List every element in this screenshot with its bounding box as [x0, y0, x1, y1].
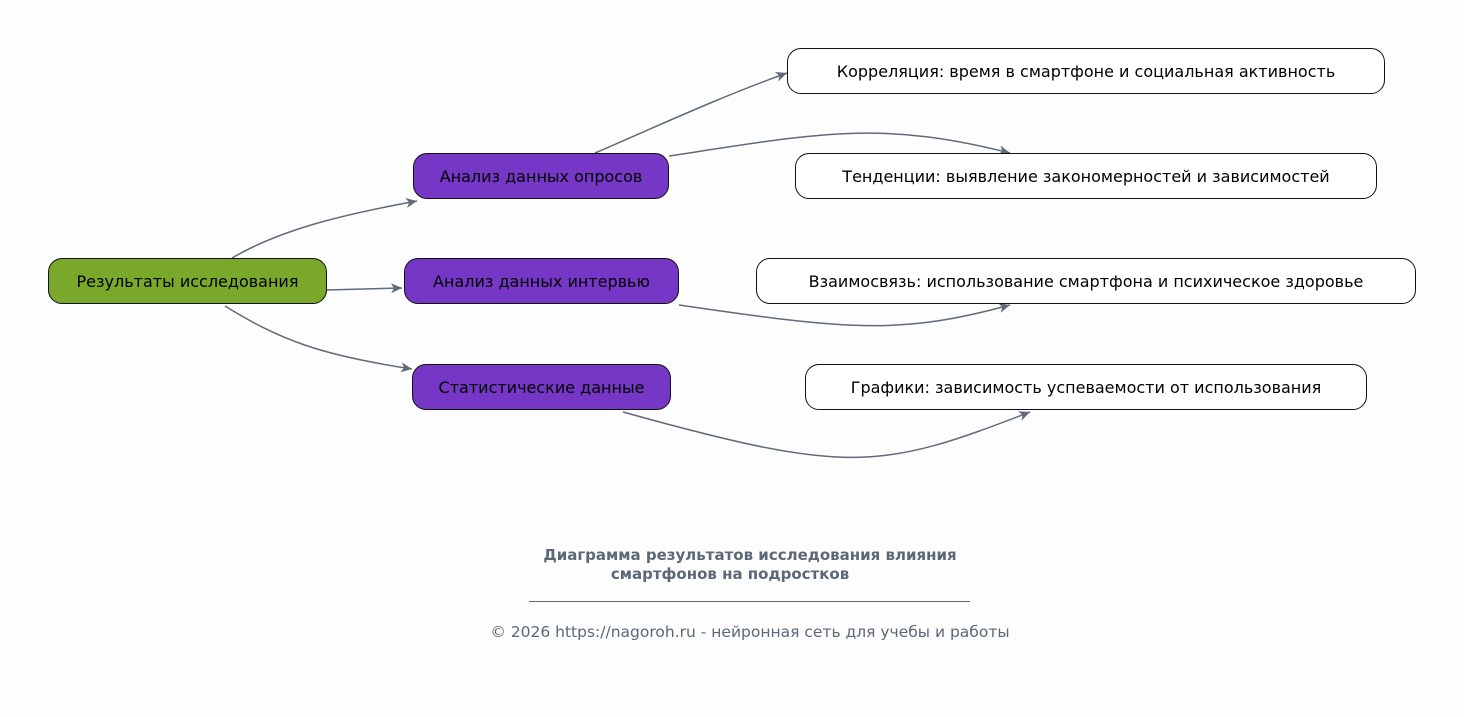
- node-trends: Тенденции: выявление закономерностей и з…: [795, 153, 1377, 199]
- divider: [529, 601, 970, 602]
- edge-root-surveys: [231, 198, 418, 259]
- footer-copyright: © 2026 https://nagoroh.ru - нейронная се…: [490, 623, 1010, 641]
- diagram-title-line1: Диаграмма результатов исследования влиян…: [543, 546, 957, 564]
- edge-interviews-relationship: [678, 303, 1011, 327]
- edge-surveys-trends: [668, 132, 1011, 157]
- node-surveys: Анализ данных опросов: [413, 153, 669, 199]
- node-relationship: Взаимосвязь: использование смартфона и п…: [756, 258, 1416, 304]
- edge-root-interviews: [326, 283, 403, 294]
- edge-surveys-correlation: [594, 72, 788, 154]
- diagram-title-line2: смартфонов на подростков: [610, 565, 850, 583]
- edge-root-statistics: [224, 305, 413, 373]
- node-charts: Графики: зависимость успеваемости от исп…: [805, 364, 1367, 410]
- edge-statistics-charts: [622, 411, 1031, 459]
- node-statistics: Статистические данные: [412, 364, 671, 410]
- node-interviews: Анализ данных интервью: [404, 258, 679, 304]
- node-root: Результаты исследования: [48, 258, 327, 304]
- node-correlation: Корреляция: время в смартфоне и социальн…: [787, 48, 1385, 94]
